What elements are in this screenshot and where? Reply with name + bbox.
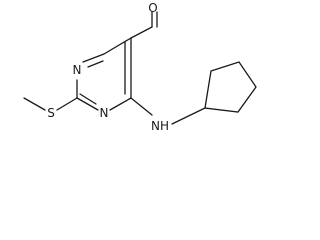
amine-link — [130, 97, 206, 125]
bond-c4-n — [130, 97, 153, 116]
ring-nitrogen-upper-label: N — [73, 63, 82, 77]
oxygen-label: O — [148, 1, 157, 15]
bond-c2-s — [56, 97, 78, 111]
bond-c6-c5 — [103, 37, 132, 55]
cyclopentane — [204, 61, 257, 113]
bond-n-cp — [171, 107, 206, 125]
amine-label: NH — [151, 119, 169, 133]
bond-s-ch3 — [23, 97, 46, 111]
bond-n1-c6-inner — [87, 60, 104, 68]
pyrimidine-ring — [76, 37, 132, 111]
chemical-structure: O N N S NH — [23, 1, 257, 133]
bond-c4-n3 — [109, 97, 132, 111]
sulfur-label: S — [47, 106, 55, 120]
cyclopentyl-ring — [204, 61, 257, 113]
bond-n3-c2-inner — [79, 93, 97, 105]
bond-n3-c2 — [76, 97, 99, 111]
bond-c5-cho — [130, 26, 153, 39]
bond-n1-c6 — [82, 53, 105, 63]
methylthio-group — [23, 97, 78, 111]
ring-nitrogen-lower-label: N — [100, 106, 109, 120]
aldehyde-group — [130, 11, 158, 39]
